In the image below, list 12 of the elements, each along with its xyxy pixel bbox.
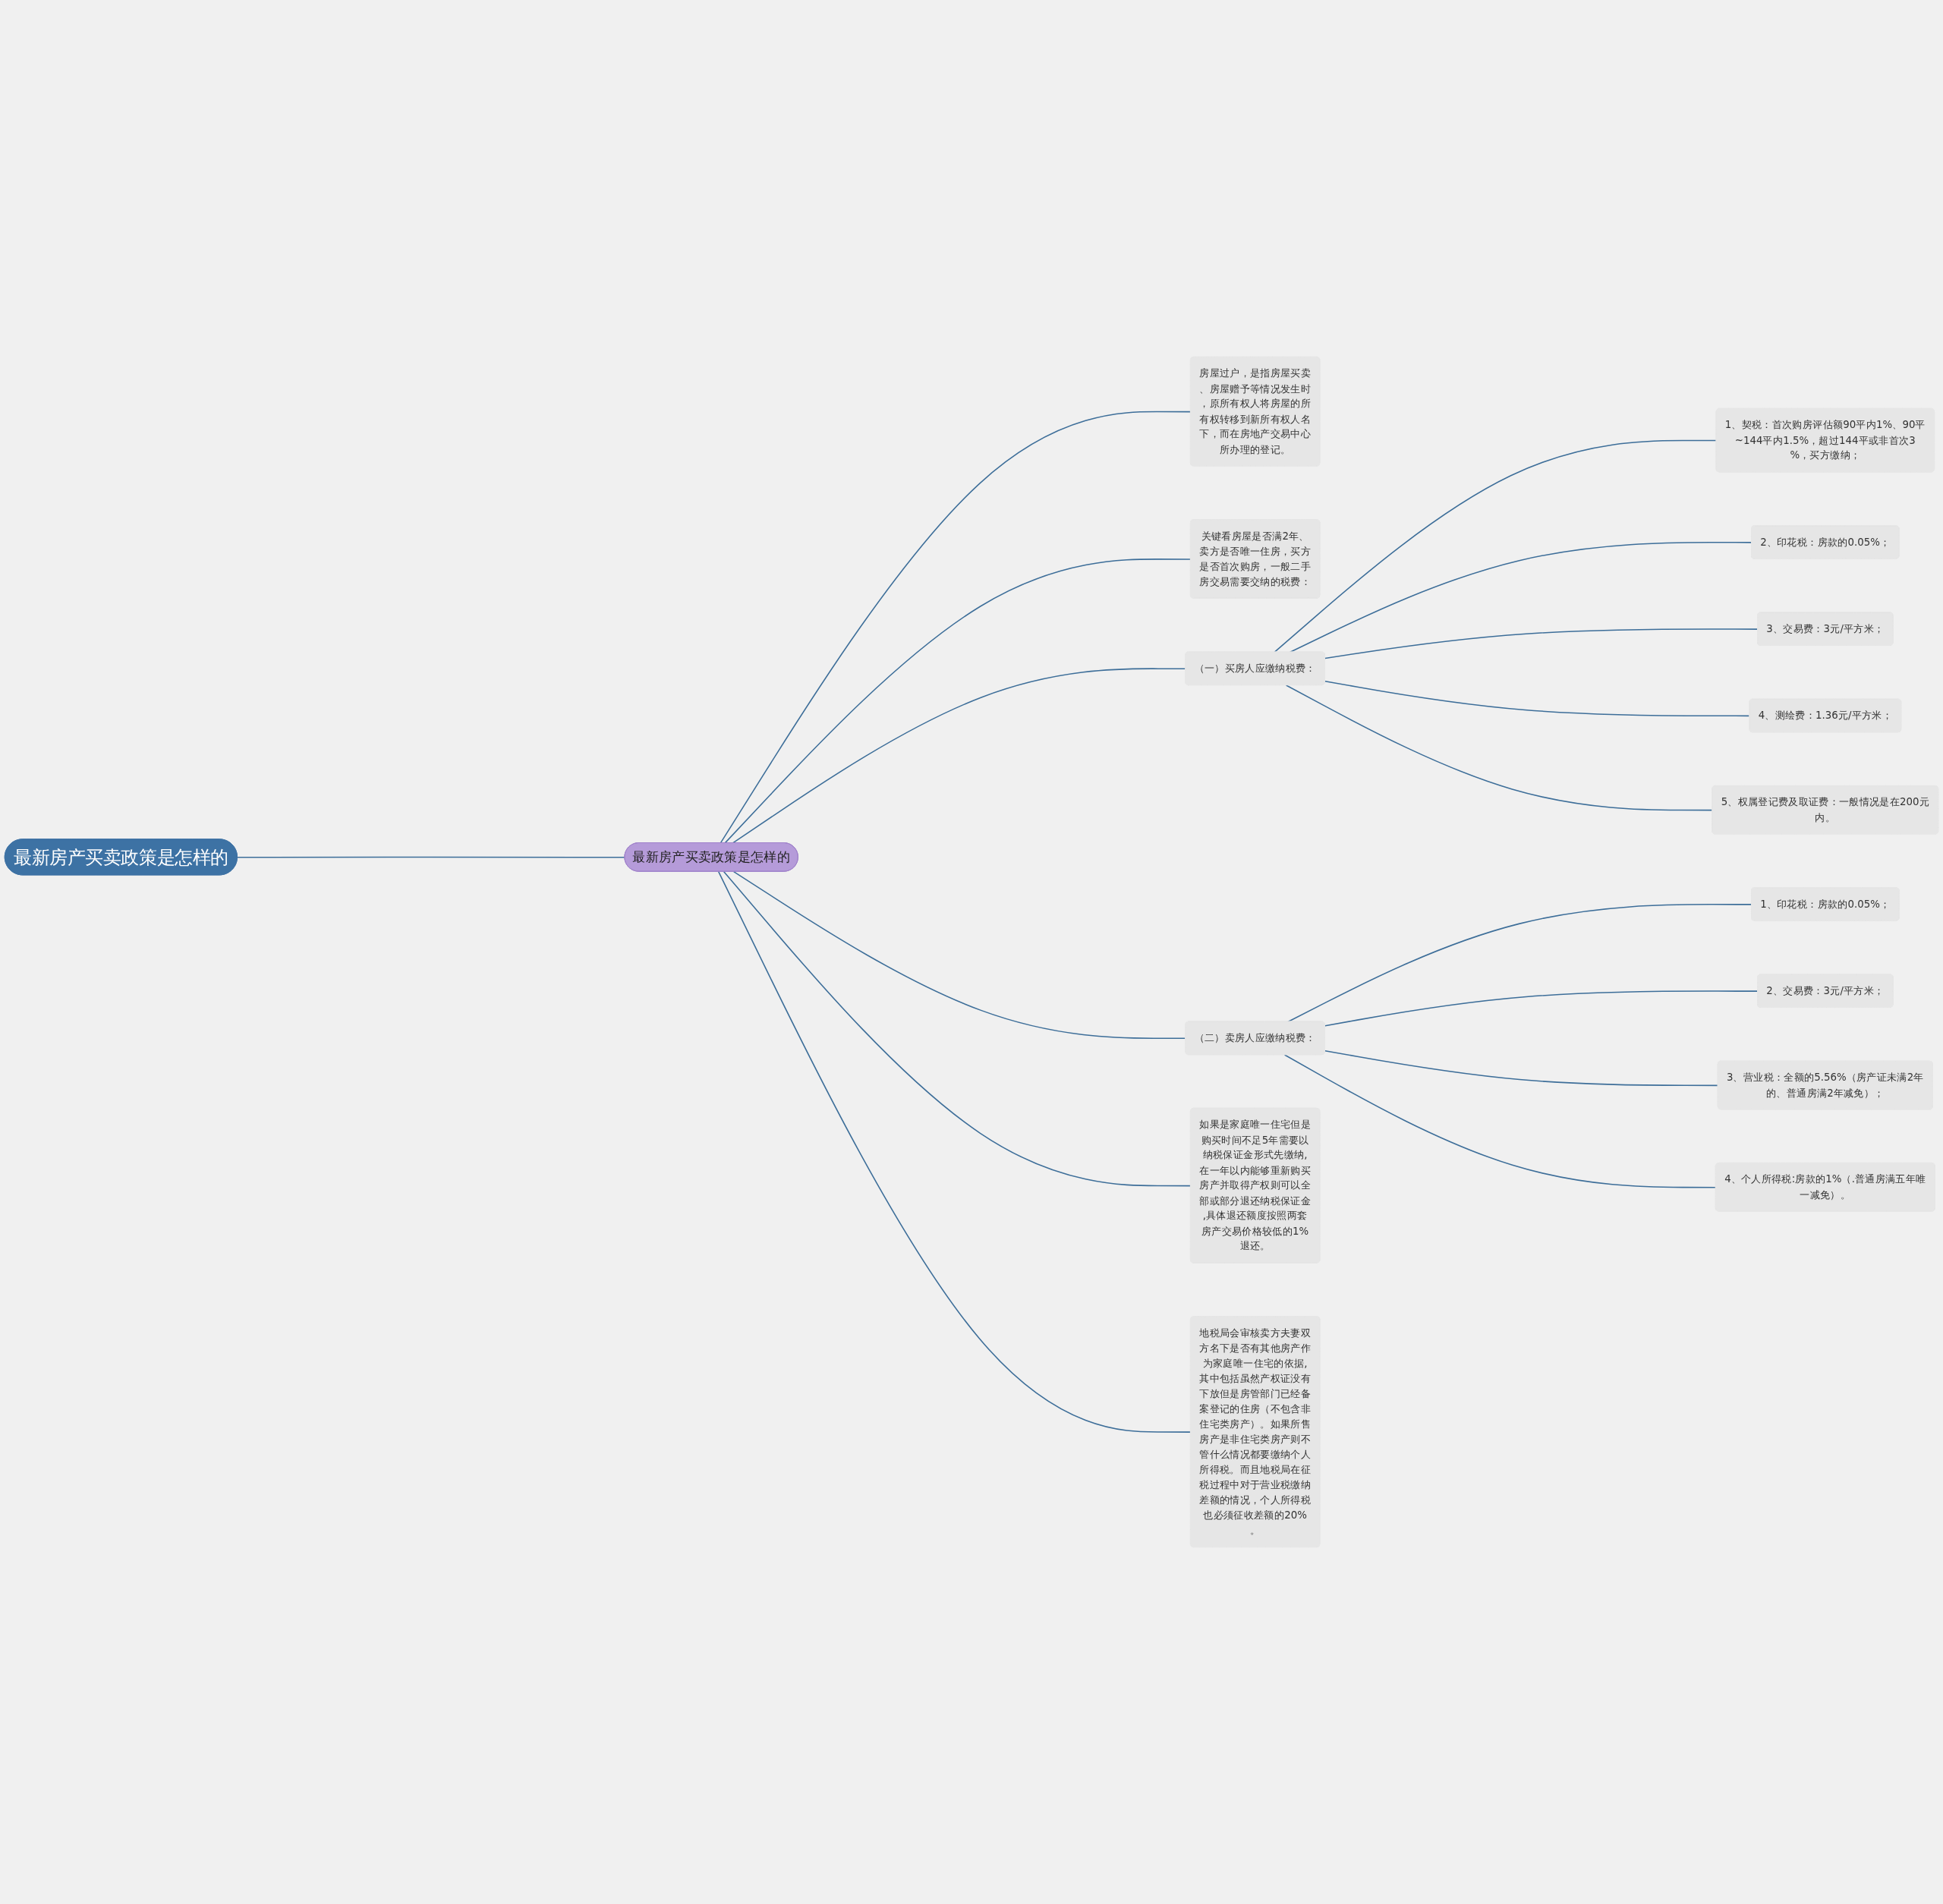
connector — [1283, 1054, 1717, 1188]
connector — [1287, 904, 1752, 1023]
connector — [1274, 439, 1718, 653]
connector — [723, 870, 1192, 1187]
connector — [732, 870, 1186, 1040]
connector — [1324, 1050, 1719, 1087]
connector — [724, 559, 1192, 844]
connector — [1324, 990, 1759, 1027]
connector — [1324, 628, 1759, 659]
connector — [720, 411, 1192, 844]
connector — [732, 668, 1186, 844]
connector — [717, 870, 1192, 1433]
